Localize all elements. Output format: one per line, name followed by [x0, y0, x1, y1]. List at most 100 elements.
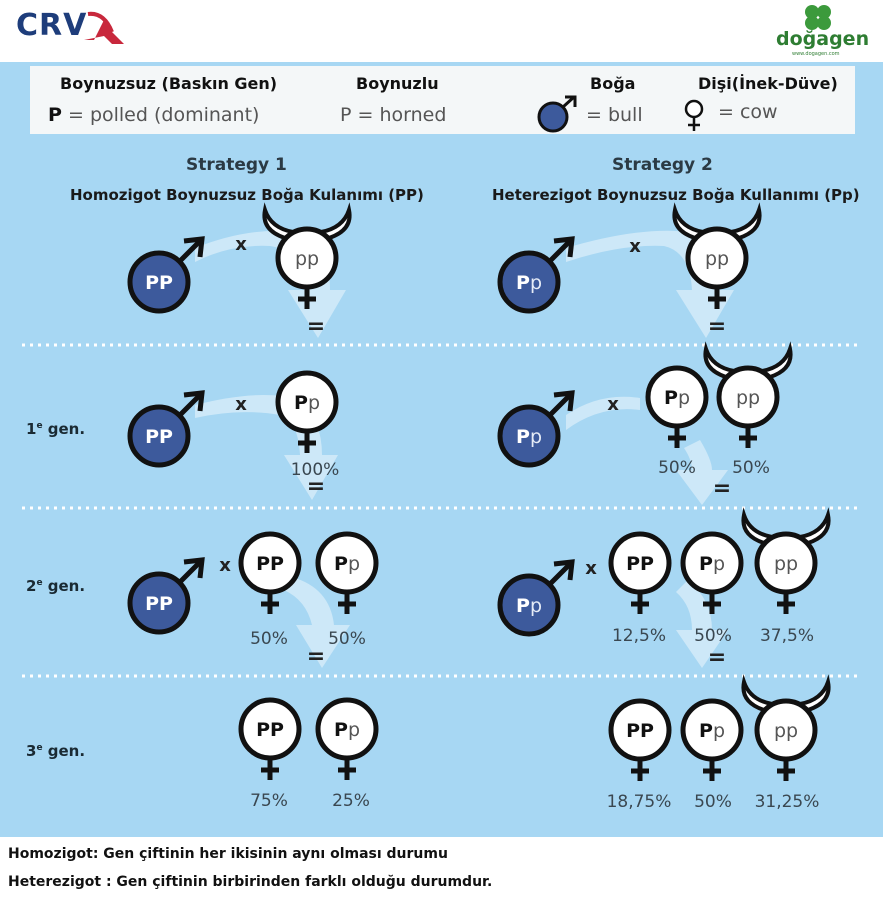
- equals-symbol: =: [708, 314, 726, 339]
- equals-symbol: =: [708, 645, 726, 670]
- bull-arrowhead-icon: [183, 236, 205, 258]
- genotype-pp: pp: [705, 248, 729, 270]
- equals-symbol: =: [307, 314, 325, 339]
- genotype-PP: PP: [145, 272, 173, 294]
- inheritance-arrow: [676, 580, 728, 668]
- s2-gen3-het-pct: 50%: [694, 792, 732, 812]
- genotype-Pp: Pp: [664, 387, 690, 409]
- cross-symbol: x: [585, 558, 597, 579]
- bull-arrow-icon: [548, 239, 572, 263]
- inheritance-arrow: [284, 577, 350, 668]
- equals-symbol: =: [713, 476, 731, 501]
- horn-icon: [316, 202, 352, 241]
- bull-symbol-icon: [537, 95, 577, 133]
- s2-gen3-hom-rec-pct: 31,25%: [754, 792, 820, 812]
- legend-bull-header: Boğa: [590, 74, 636, 93]
- horn-icon: [262, 202, 298, 241]
- genotype-Pp: Pp: [699, 553, 725, 575]
- s2-gen2-het-pct: 50%: [694, 626, 732, 646]
- legend-cow-text: = cow: [718, 101, 778, 123]
- s2-gen2-hom-dom-pct: 12,5%: [611, 626, 666, 646]
- bull-arrowhead-icon: [183, 390, 205, 412]
- genotype-PP: PP: [626, 720, 654, 742]
- bull-circle-icon: [127, 250, 191, 314]
- header: [0, 0, 883, 62]
- genotype-pp: pp: [295, 248, 319, 270]
- cross-symbol: x: [219, 555, 231, 576]
- genotype-Pp: Pp: [294, 392, 320, 414]
- bull-arrowhead-icon: [553, 559, 575, 581]
- horn-icon: [741, 674, 777, 713]
- equals-symbol: =: [307, 474, 325, 499]
- genotype-pp: pp: [774, 720, 798, 742]
- bull-arrow-icon: [178, 393, 202, 417]
- heterozygote-definition: Heterezigot : Gen çiftinin birbirinden f…: [8, 874, 493, 890]
- bull-arrow-icon: [548, 562, 572, 586]
- strategy2-title: Strategy 2: [612, 155, 713, 175]
- legend-bull-text: = bull: [586, 104, 643, 126]
- bull-arrow-icon: [178, 239, 202, 263]
- s2-gen1-hom-rec-pct: 50%: [732, 458, 770, 478]
- inheritance-arrow: [566, 396, 640, 430]
- legend-polled-header: Boynuzsuz (Baskın Gen): [60, 74, 278, 93]
- horn-icon: [795, 507, 831, 546]
- genotype-Pp: Pp: [334, 719, 360, 741]
- dogagen-url: www.dogagen.com: [792, 51, 840, 57]
- s2-gen2-hom-rec-pct: 37,5%: [759, 626, 814, 646]
- horn-icon: [741, 507, 777, 546]
- genotype-pp: pp: [774, 553, 798, 575]
- footer: [0, 837, 883, 900]
- genotype-Pp: Pp: [516, 426, 542, 448]
- strategy1-subtitle: Homozigot Boynuzsuz Boğa Kulanımı (PP): [70, 186, 424, 204]
- genotype-PP: PP: [256, 553, 284, 575]
- clover-logo-icon: [805, 5, 831, 30]
- dogagen-logo: doğagen: [776, 28, 870, 50]
- strategy1-title: Strategy 1: [186, 155, 287, 175]
- s1-gen3-pp-het-pct: 25%: [332, 791, 370, 811]
- bull-circle-icon: [127, 571, 191, 635]
- s1-gen3-pp-pct: 75%: [250, 791, 288, 811]
- crv-logo: CRV: [16, 8, 88, 43]
- horn-icon: [795, 674, 831, 713]
- strategy2-subtitle: Heterezigot Boynuzsuz Boğa Kullanımı (Pp…: [492, 186, 860, 204]
- bull-arrow-icon: [548, 393, 572, 417]
- bull-circle-icon: [497, 573, 561, 637]
- homozygote-definition: Homozigot: Gen çiftinin her ikisinin ayn…: [8, 846, 448, 862]
- horn-icon: [703, 341, 739, 380]
- bull-arrowhead-icon: [183, 557, 205, 579]
- s2-gen3-hom-dom-pct: 18,75%: [606, 792, 672, 812]
- inheritance-arrow: [676, 440, 728, 505]
- genotype-Pp: Pp: [516, 272, 542, 294]
- genotype-Pp: Pp: [334, 553, 360, 575]
- legend-horned-header: Boynuzlu: [356, 74, 439, 93]
- cross-symbol: x: [629, 236, 641, 257]
- genotype-PP: PP: [145, 426, 173, 448]
- crv-logo-swoosh-icon: [84, 11, 124, 44]
- cross-symbol: x: [235, 234, 247, 255]
- legend-polled-text: P = polled (dominant): [48, 104, 260, 126]
- bull-circle-icon: [497, 250, 561, 314]
- gen1-label: 1e gen.: [26, 420, 86, 438]
- horn-icon: [672, 202, 708, 241]
- horn-icon: [726, 202, 762, 241]
- genotype-PP: PP: [626, 553, 654, 575]
- horn-icon: [757, 341, 793, 380]
- cross-symbol: x: [235, 394, 247, 415]
- s1-gen1-pct: 100%: [290, 460, 340, 480]
- legend-horned-text: P = horned: [340, 104, 447, 126]
- s1-gen2-pp-het-pct: 50%: [328, 629, 366, 649]
- genotype-PP: PP: [256, 719, 284, 741]
- legend: [30, 66, 855, 134]
- bull-arrowhead-icon: [553, 390, 575, 412]
- gen3-label: 3e gen.: [26, 742, 86, 760]
- cross-symbol: x: [607, 394, 619, 415]
- genotype-Pp: Pp: [516, 595, 542, 617]
- genotype-PP: PP: [145, 593, 173, 615]
- gen2-label: 2e gen.: [26, 577, 86, 595]
- genotype-Pp: Pp: [699, 720, 725, 742]
- legend-cow-header: Dişi(İnek-Düve): [698, 74, 838, 93]
- bull-arrowhead-icon: [553, 236, 575, 258]
- s1-gen2-pp-pct: 50%: [250, 629, 288, 649]
